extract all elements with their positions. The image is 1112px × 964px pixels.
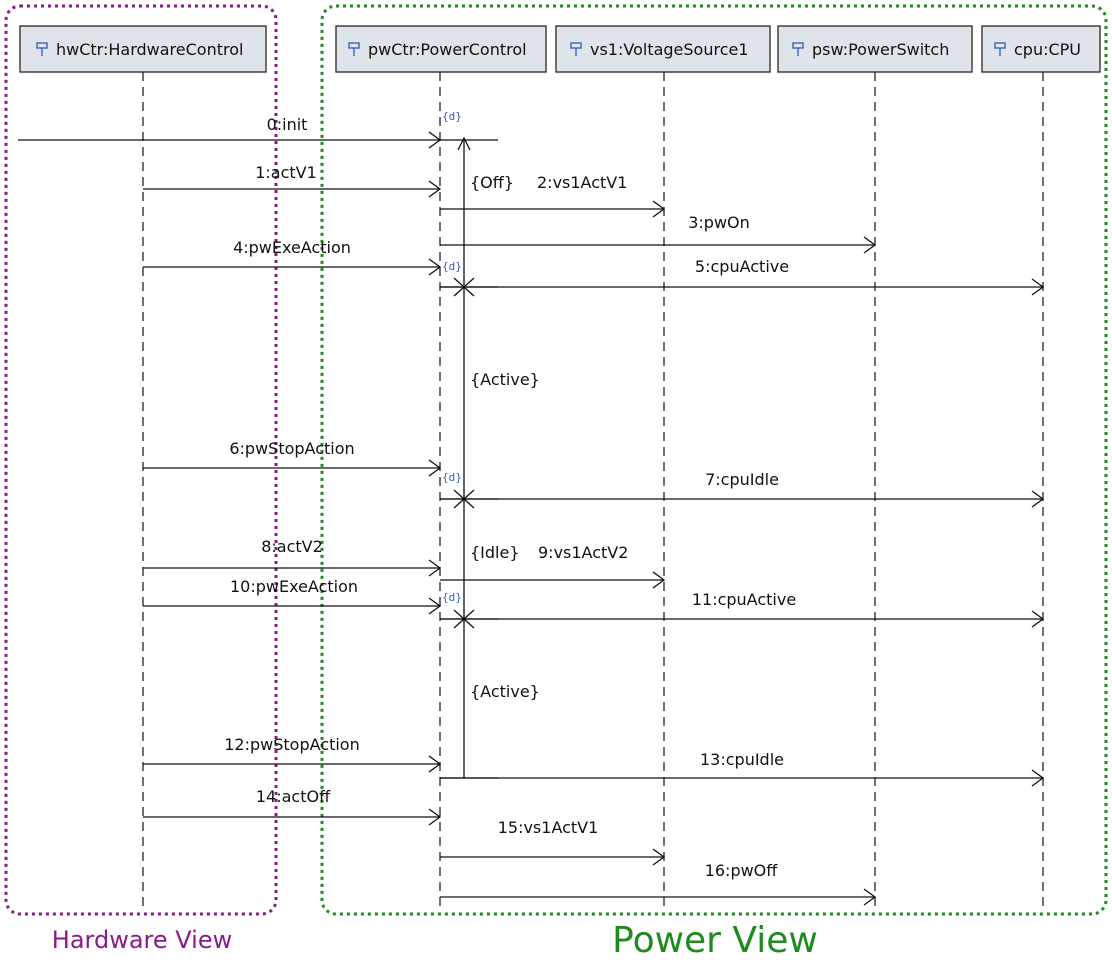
message-4: 4:pwExeAction [143,238,442,276]
message-14: 14:actOff [143,787,442,826]
message-label: 6:pwStopAction [229,439,354,458]
lifeline-label: pwCtr:PowerControl [368,40,527,59]
message-label: 16:pwOff [705,861,779,880]
message-10: 10:pwExeAction [143,577,442,615]
message-3: 3:pwOn [440,213,877,254]
message-15: 15:vs1ActV1 [440,818,666,866]
message-label: 4:pwExeAction [233,238,351,257]
state-label-active: {Active} [470,682,540,701]
message-6: 6:pwStopAction [143,439,442,477]
lifeline-psw[interactable]: psw:PowerSwitch [777,25,973,73]
message-label: 14:actOff [256,787,331,806]
message-0: 0:init [18,115,442,149]
message-12: 12:pwStopAction [143,735,442,773]
message-label: 7:cpuIdle [705,470,779,489]
duration-tag: {d} [442,471,462,484]
lifeline-label: cpu:CPU [1014,40,1081,59]
state-label-idle: {Idle} [470,543,520,562]
message-label: 3:pwOn [688,213,750,232]
message-9: 9:vs1ActV2 [440,543,666,589]
message-label: 5:cpuActive [695,257,789,276]
lifeline-label: psw:PowerSwitch [812,40,949,59]
message-8: 8:actV2 [143,537,442,577]
message-label: 12:pwStopAction [224,735,359,754]
lifeline-hw[interactable]: hwCtr:HardwareControl [19,25,267,73]
message-label: 11:cpuActive [692,590,796,609]
message-1: 1:actV1 [143,163,442,198]
message-label: 15:vs1ActV1 [498,818,599,837]
message-label: 13:cpuIdle [700,750,784,769]
message-13: 13:cpuIdle [440,750,1045,787]
message-label: 8:actV2 [261,537,323,556]
message-5: 5:cpuActive [440,257,1045,296]
power-view-frame [320,4,1108,916]
lifeline-cpu[interactable]: cpu:CPU [981,25,1101,73]
hardware-view-frame [4,4,278,916]
message-label: 0:init [267,115,308,134]
message-label: 2:vs1ActV1 [537,173,627,192]
message-7: 7:cpuIdle [440,470,1045,508]
hardware-view-label: Hardware View [52,926,232,954]
message-label: 1:actV1 [255,163,317,182]
lifeline-vs[interactable]: vs1:VoltageSource1 [555,25,771,73]
duration-tag: {d} [442,260,462,273]
duration-tag: {d} [442,110,462,123]
message-label: 9:vs1ActV2 [538,543,628,562]
message-11: 11:cpuActive [440,590,1045,628]
lifeline-pc[interactable]: pwCtr:PowerControl [335,25,547,73]
state-label-active: {Active} [470,370,540,389]
message-label: 10:pwExeAction [230,577,358,596]
lifeline-label: hwCtr:HardwareControl [56,40,243,59]
power-view-label: Power View [612,920,818,961]
state-label-off: {Off} [470,173,514,192]
message-2: 2:vs1ActV1 [440,173,666,218]
duration-bar-1-top-arrow [457,136,471,151]
lifeline-label: vs1:VoltageSource1 [590,40,749,59]
message-16: 16:pwOff [440,861,877,906]
duration-tag: {d} [442,591,462,604]
